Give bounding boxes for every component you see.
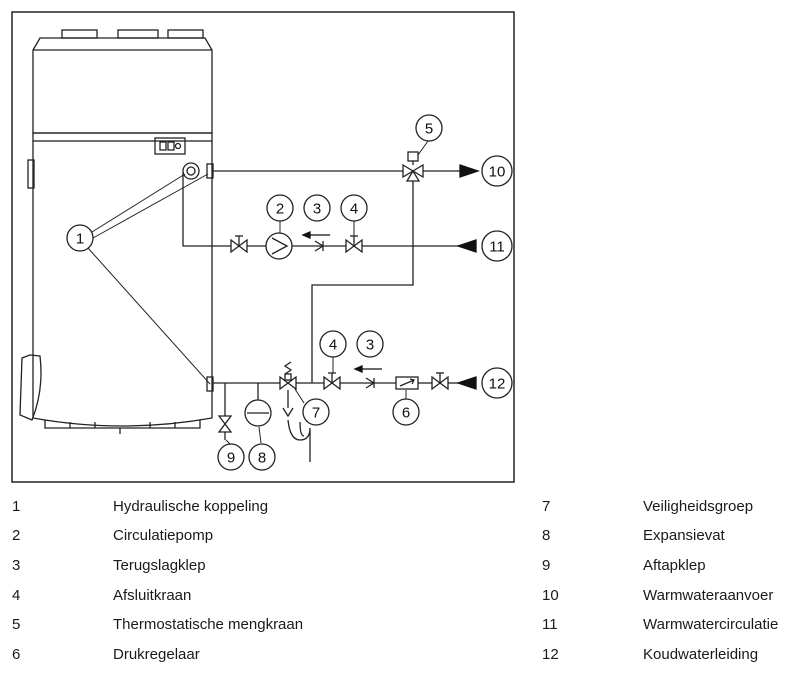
- legend-number: 7: [542, 498, 551, 515]
- legend-label: Thermostatische mengkraan: [113, 616, 304, 633]
- legend-number: 6: [12, 646, 21, 663]
- legend-item: 5 Thermostatische mengkraan: [0, 615, 800, 635]
- leader-lines: [87, 140, 429, 446]
- legend-number: 8: [542, 527, 551, 544]
- callout-12: 12: [489, 376, 506, 393]
- callout-labels: 1 2 3 4 5 10 11 12 4 3 6 7 8 9: [76, 121, 506, 467]
- legend-item: 11 Warmwatercirculatie: [0, 615, 800, 635]
- legend-item: 6 Drukregelaar: [0, 645, 800, 665]
- callout-8: 8: [258, 450, 266, 467]
- callout-3-lower: 3: [366, 337, 374, 354]
- callout-circles: [66, 114, 513, 471]
- legend-label: Warmwatercirculatie: [643, 616, 779, 633]
- callout-4-upper: 4: [350, 201, 358, 218]
- legend-label: Expansievat: [643, 527, 725, 544]
- legend-item: 3 Terugslagklep: [0, 556, 800, 576]
- legend-label: Aftapklep: [643, 557, 706, 574]
- callout-1: 1: [76, 231, 84, 248]
- legend-number: 1: [12, 498, 21, 515]
- legend-number: 11: [542, 616, 558, 633]
- callout-3-upper: 3: [313, 201, 321, 218]
- legend-item: 8 Expansievat: [0, 526, 800, 546]
- legend-number: 9: [542, 557, 551, 574]
- callout-9: 9: [227, 450, 235, 467]
- callout-2: 2: [276, 201, 284, 218]
- legend-label: Circulatiepomp: [113, 527, 214, 544]
- hydraulic-coupling-upper: [182, 162, 214, 180]
- legend-item: 12 Koudwaterleiding: [0, 645, 800, 665]
- callout-5: 5: [425, 121, 433, 138]
- legend-label: Veiligheidsgroep: [643, 498, 754, 515]
- callout-10: 10: [489, 164, 506, 181]
- callout-6: 6: [402, 405, 410, 422]
- water-heater-unit: [19, 29, 213, 434]
- legend-label: Koudwaterleiding: [643, 646, 759, 663]
- legend-label: Drukregelaar: [113, 646, 200, 663]
- legend-number: 3: [12, 557, 21, 574]
- flow-arrows: [301, 164, 481, 390]
- legend-item: 4 Afsluitkraan: [0, 586, 800, 606]
- legend-number: 12: [542, 646, 559, 663]
- legend-item: 7 Veiligheidsgroep: [0, 497, 800, 517]
- hydraulic-diagram: 1 2 3 4 5 10 11 12 4 3 6 7 8 9: [11, 11, 515, 483]
- legend-number: 2: [12, 527, 21, 544]
- callout-7: 7: [312, 405, 320, 422]
- legend-item: 1 Hydraulische koppeling: [0, 497, 800, 517]
- legend-number: 10: [542, 587, 559, 604]
- legend-item: 10 Warmwateraanvoer: [0, 586, 800, 606]
- legend-label: Terugslagklep: [113, 557, 206, 574]
- callout-11: 11: [489, 239, 505, 256]
- hydraulic-coupling-lower: [206, 376, 214, 392]
- diagram-frame: [11, 11, 515, 483]
- legend-number: 5: [12, 616, 21, 633]
- legend-number: 4: [12, 587, 21, 604]
- callout-4-lower: 4: [329, 337, 337, 354]
- legend-item: 2 Circulatiepomp: [0, 526, 800, 546]
- legend-label: Warmwateraanvoer: [643, 587, 774, 604]
- legend-item: 9 Aftapklep: [0, 556, 800, 576]
- legend-label: Afsluitkraan: [113, 587, 192, 604]
- legend-label: Hydraulische koppeling: [113, 498, 269, 515]
